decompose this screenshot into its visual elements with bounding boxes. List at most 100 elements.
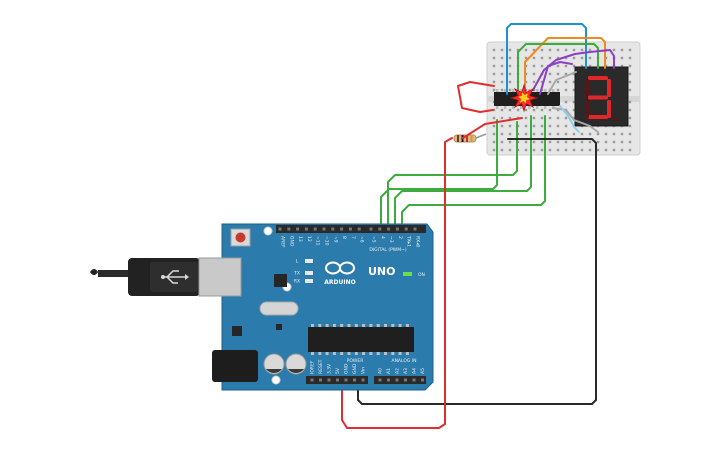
breadboard-hole[interactable]	[548, 148, 552, 152]
breadboard-hole[interactable]	[500, 132, 504, 136]
breadboard-hole[interactable]	[492, 116, 496, 120]
breadboard-hole[interactable]	[588, 56, 592, 60]
breadboard-hole[interactable]	[588, 140, 592, 144]
breadboard-hole[interactable]	[548, 108, 552, 112]
green-wire-4[interactable]	[401, 115, 546, 233]
digital-pin-11[interactable]	[378, 227, 382, 231]
power-pin-1[interactable]	[319, 378, 322, 382]
analog-header[interactable]	[374, 376, 426, 384]
breadboard-hole[interactable]	[516, 48, 520, 52]
breadboard-hole[interactable]	[500, 116, 504, 120]
breadboard-hole[interactable]	[620, 132, 624, 136]
breadboard-hole[interactable]	[572, 64, 576, 68]
digital-pin-1[interactable]	[287, 227, 291, 231]
breadboard-hole[interactable]	[628, 124, 632, 128]
breadboard-hole[interactable]	[588, 148, 592, 152]
breadboard-hole[interactable]	[492, 56, 496, 60]
breadboard-hole[interactable]	[540, 132, 544, 136]
breadboard-hole[interactable]	[572, 56, 576, 60]
breadboard-hole[interactable]	[588, 64, 592, 68]
breadboard-hole[interactable]	[628, 88, 632, 92]
usb-cable[interactable]	[98, 270, 133, 277]
breadboard-hole[interactable]	[508, 88, 512, 92]
red-5v-wire[interactable]	[341, 137, 453, 429]
power-pin-2[interactable]	[327, 378, 331, 382]
digital-pin-2[interactable]	[296, 227, 300, 231]
power-pin-0[interactable]	[310, 378, 314, 382]
breadboard-hole[interactable]	[548, 124, 552, 128]
analog-pin-5[interactable]	[421, 378, 424, 382]
digital-pin-15[interactable]	[413, 227, 417, 231]
breadboard-hole[interactable]	[564, 124, 568, 128]
breadboard-hole[interactable]	[628, 72, 632, 76]
breadboard-hole[interactable]	[492, 148, 496, 152]
breadboard-hole[interactable]	[532, 108, 536, 112]
breadboard-hole[interactable]	[580, 64, 584, 68]
breadboard-hole[interactable]	[500, 56, 504, 60]
analog-pin-1[interactable]	[387, 378, 390, 382]
analog-pin-2[interactable]	[395, 378, 399, 382]
breadboard-hole[interactable]	[500, 148, 504, 152]
breadboard-hole[interactable]	[508, 132, 512, 136]
breadboard-hole[interactable]	[548, 72, 552, 76]
breadboard-hole[interactable]	[500, 72, 504, 76]
breadboard-hole[interactable]	[612, 148, 616, 152]
digital-pin-0[interactable]	[278, 227, 282, 231]
breadboard-hole[interactable]	[500, 48, 504, 52]
breadboard-hole[interactable]	[500, 108, 504, 112]
breadboard-hole[interactable]	[564, 64, 568, 68]
breadboard-hole[interactable]	[508, 140, 512, 144]
breadboard-hole[interactable]	[620, 64, 624, 68]
breadboard-hole[interactable]	[588, 48, 592, 52]
breadboard-hole[interactable]	[516, 108, 520, 112]
breadboard-hole[interactable]	[564, 88, 568, 92]
reset-button-cap[interactable]	[235, 232, 246, 243]
breadboard-hole[interactable]	[532, 56, 536, 60]
power-pin-6[interactable]	[361, 378, 365, 382]
breadboard-hole[interactable]	[540, 56, 544, 60]
breadboard-hole[interactable]	[524, 108, 528, 112]
breadboard-hole[interactable]	[580, 48, 584, 52]
breadboard-hole[interactable]	[548, 80, 552, 84]
breadboard-hole[interactable]	[628, 64, 632, 68]
breadboard-hole[interactable]	[500, 140, 504, 144]
digital-pin-5[interactable]	[322, 227, 326, 231]
breadboard-hole[interactable]	[620, 140, 624, 144]
light-blue-wire[interactable]	[559, 105, 580, 133]
breadboard-hole[interactable]	[572, 132, 576, 136]
breadboard-hole[interactable]	[580, 140, 584, 144]
breadboard-hole[interactable]	[596, 148, 600, 152]
breadboard-hole[interactable]	[508, 108, 512, 112]
digital-pin-6[interactable]	[331, 227, 335, 231]
breadboard-hole[interactable]	[548, 140, 552, 144]
power-pin-3[interactable]	[336, 378, 339, 382]
analog-pin-3[interactable]	[404, 378, 407, 382]
green-wire-3[interactable]	[394, 115, 532, 233]
breadboard-hole[interactable]	[580, 148, 584, 152]
analog-pin-4[interactable]	[412, 378, 416, 382]
breadboard-hole[interactable]	[500, 88, 504, 92]
breadboard-hole[interactable]	[572, 108, 576, 112]
breadboard-hole[interactable]	[524, 56, 528, 60]
breadboard-hole[interactable]	[492, 88, 496, 92]
breadboard-hole[interactable]	[556, 88, 560, 92]
breadboard-hole[interactable]	[580, 132, 584, 136]
breadboard-hole[interactable]	[572, 80, 576, 84]
breadboard-hole[interactable]	[556, 116, 560, 120]
breadboard-hole[interactable]	[564, 100, 568, 104]
breadboard-hole[interactable]	[508, 64, 512, 68]
breadboard-hole[interactable]	[532, 116, 536, 120]
breadboard-hole[interactable]	[540, 108, 544, 112]
breadboard-hole[interactable]	[508, 80, 512, 84]
breadboard-hole[interactable]	[492, 80, 496, 84]
breadboard-hole[interactable]	[524, 116, 528, 120]
breadboard-hole[interactable]	[556, 72, 560, 76]
breadboard-hole[interactable]	[508, 124, 512, 128]
breadboard-hole[interactable]	[540, 148, 544, 152]
breadboard-hole[interactable]	[532, 148, 536, 152]
breadboard-hole[interactable]	[500, 124, 504, 128]
breadboard-hole[interactable]	[572, 148, 576, 152]
breadboard-hole[interactable]	[564, 148, 568, 152]
breadboard-hole[interactable]	[492, 124, 496, 128]
usb-port[interactable]	[198, 257, 242, 297]
